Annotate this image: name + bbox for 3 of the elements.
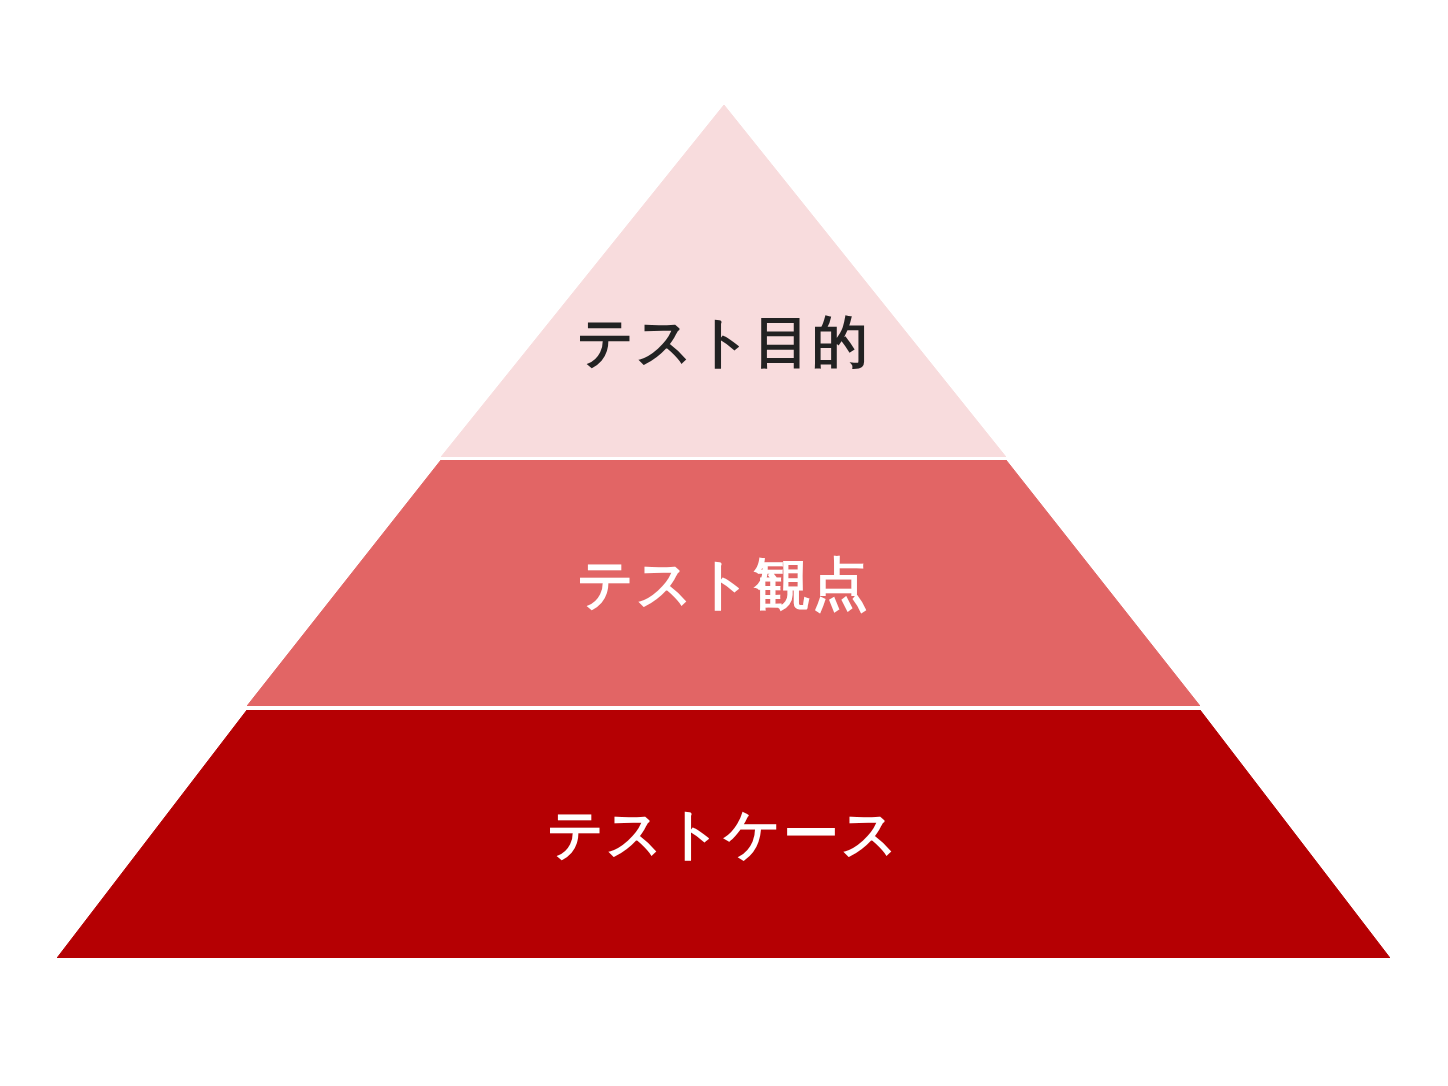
tier-label: テスト観点 [577,550,870,618]
tier-label: テスト目的 [577,308,870,376]
tier-label: テストケース [547,800,900,868]
